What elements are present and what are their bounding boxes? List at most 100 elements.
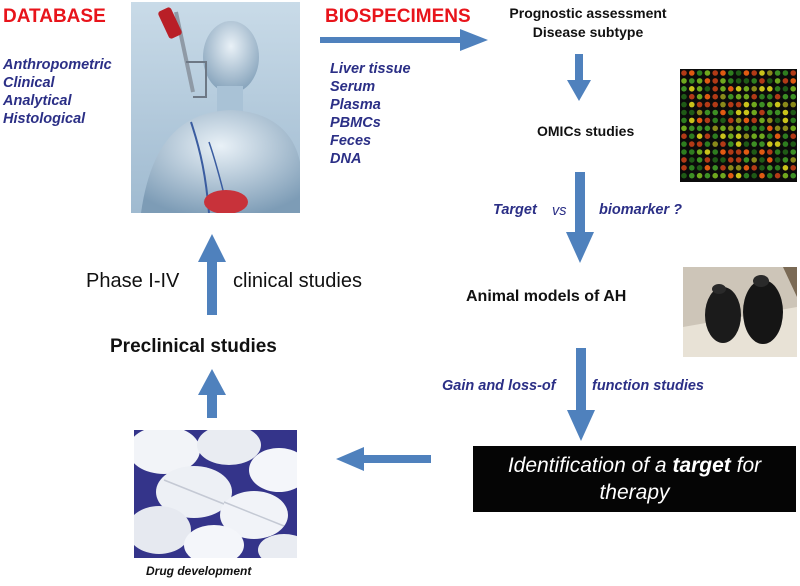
microarray-image [680, 69, 797, 182]
microarray-spot [696, 141, 703, 147]
microarray-spot [712, 86, 718, 92]
microarray-spot [743, 93, 750, 100]
microarray-spot [767, 165, 773, 171]
microarray-spot [790, 93, 796, 100]
preclinical-label: Preclinical studies [110, 336, 277, 357]
microarray-spot [712, 172, 718, 179]
microarray-spot [767, 117, 773, 124]
microarray-spot [735, 93, 742, 100]
microarray-spot [790, 101, 796, 108]
microarray-spot [681, 172, 687, 179]
prognostic-line2: Disease subtype [532, 24, 644, 40]
microarray-spot [712, 78, 718, 84]
microarray-spot [689, 117, 695, 124]
microarray-spot [689, 78, 695, 84]
microarray-spot [767, 125, 773, 132]
microarray-spot [712, 109, 718, 116]
microarray-spot [696, 109, 703, 116]
biospecimen-pbmcs: PBMCs [330, 115, 381, 131]
database-item-analytical: Analytical [3, 93, 72, 109]
identification-post: for [730, 454, 762, 477]
microarray-spot [728, 117, 734, 124]
microarray-spot [681, 70, 687, 76]
microarray-spot [735, 109, 742, 116]
microarray-spot [704, 109, 711, 116]
microarray-spot [689, 133, 695, 139]
microarray-spot [782, 117, 789, 124]
microarray-spot [790, 109, 796, 116]
microarray-spot [704, 141, 711, 147]
biospecimens-title: BIOSPECIMENS [325, 6, 471, 27]
microarray-spot [696, 149, 703, 155]
microarray-spot [720, 157, 726, 163]
microarray-spot [681, 165, 687, 171]
database-item-clinical: Clinical [3, 75, 55, 91]
database-item-histological: Histological [3, 111, 86, 127]
microarray-spot [743, 78, 750, 84]
microarray-spot [696, 86, 703, 92]
omics-label: OMICs studies [537, 123, 635, 139]
microarray-spot [696, 172, 703, 179]
microarray-spot [774, 93, 781, 100]
microarray-spot [712, 157, 718, 163]
microarray-spot [743, 157, 750, 163]
target-vs-vs: vs [552, 203, 567, 219]
microarray-spot [790, 172, 796, 179]
microarray-spot [728, 93, 734, 100]
microarray-spot [751, 165, 757, 171]
microarray-spot [689, 109, 695, 116]
microarray-spot [782, 93, 789, 100]
prognostic-line1: Prognostic assessment [509, 5, 667, 21]
microarray-spot [782, 172, 789, 179]
microarray-spot [681, 93, 687, 100]
microarray-spot [712, 141, 718, 147]
microarray-spot [735, 70, 742, 76]
microarray-spot [712, 125, 718, 132]
microarray-spot [728, 133, 734, 139]
microarray-spot [696, 70, 703, 76]
microarray-spot [782, 101, 789, 108]
biospecimens-items: Liver tissue Serum Plasma PBMCs Feces DN… [330, 60, 411, 168]
microarray-spot [751, 86, 757, 92]
microarray-spot [681, 125, 687, 132]
microarray-spot [696, 133, 703, 139]
microarray-spot [759, 125, 765, 132]
microarray-spot [774, 78, 781, 84]
prognostic-label: Prognostic assessment Disease subtype [488, 4, 688, 42]
microarray-spot [751, 141, 757, 147]
microarray-spot [759, 86, 765, 92]
microarray-spot [759, 149, 765, 155]
microarray-spot [751, 78, 757, 84]
microarray-spot [728, 78, 734, 84]
microarray-spot [767, 101, 773, 108]
biospecimen-plasma: Plasma [330, 97, 381, 113]
microarray-spot [759, 133, 765, 139]
phase-left: Phase I-IV [86, 270, 180, 292]
patient-illustration [131, 2, 300, 213]
microarray-spot [681, 133, 687, 139]
mice-image [683, 267, 797, 357]
arrow-up-patient [198, 234, 226, 316]
microarray-spot [774, 117, 781, 124]
microarray-spot [743, 86, 750, 92]
microarray-spot [790, 165, 796, 171]
microarray-spot [720, 125, 726, 132]
identification-line2: therapy [599, 481, 670, 504]
microarray-spot [696, 101, 703, 108]
microarray-spot [743, 109, 750, 116]
microarray-spot [720, 101, 726, 108]
microarray-spot [681, 109, 687, 116]
phase-right: clinical studies [233, 270, 362, 292]
microarray-spot [751, 133, 757, 139]
identification-box: Identification of a target for therapy [473, 446, 796, 512]
microarray-spot [728, 70, 734, 76]
identification-target-word: target [672, 454, 731, 477]
arrow-down-animal [566, 172, 594, 264]
microarray-spot [704, 133, 711, 139]
microarray-spot [681, 78, 687, 84]
microarray-spot [681, 157, 687, 163]
target-vs-left: Target [493, 202, 537, 218]
microarray-spot [735, 101, 742, 108]
microarray-spot [743, 141, 750, 147]
microarray-spot [743, 70, 750, 76]
